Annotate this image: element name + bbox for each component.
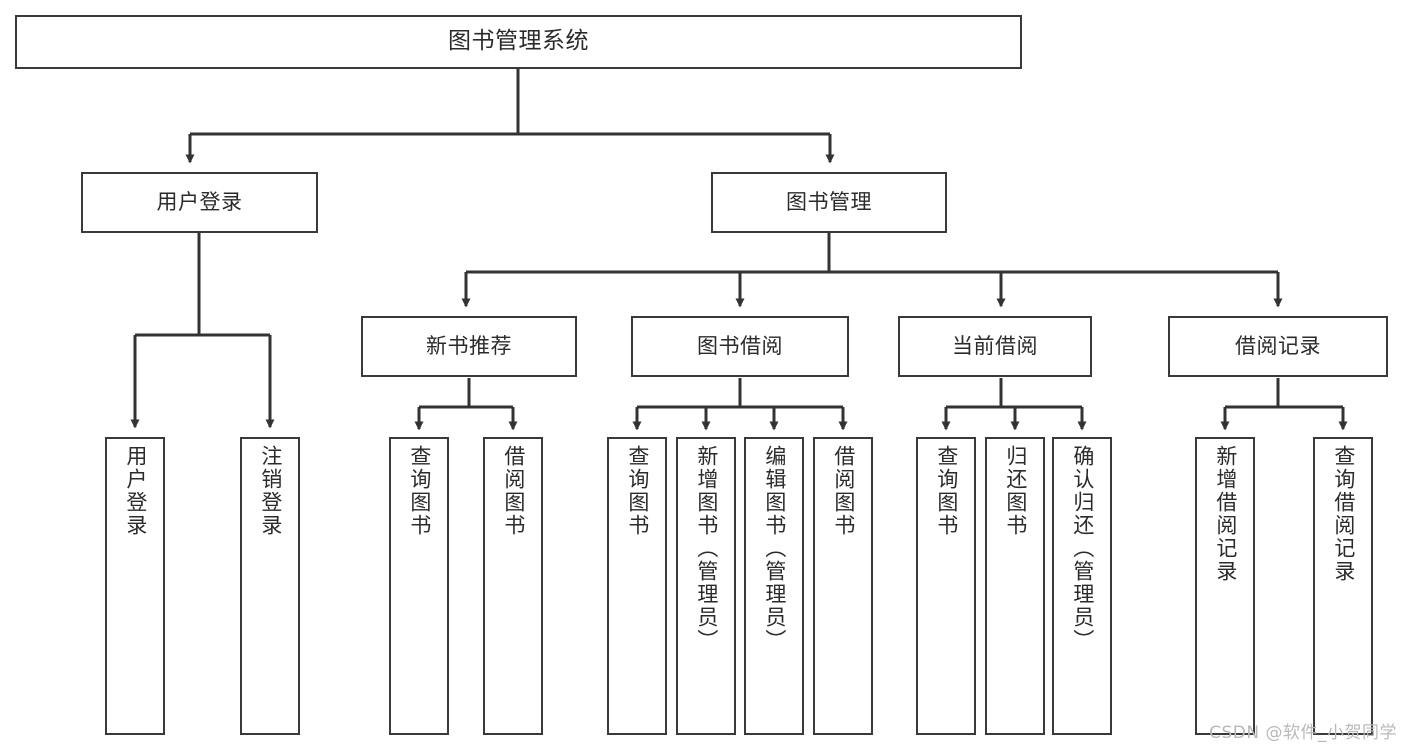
node-label: 归还图书: [1003, 445, 1028, 537]
leaf-query-book-current[interactable]: 查询图书: [916, 437, 976, 735]
node-label: 用户登录: [156, 189, 243, 214]
leaf-query-book-new[interactable]: 查询图书: [389, 437, 449, 735]
node-user-login[interactable]: 用户登录: [81, 172, 318, 233]
node-new-book-recommend[interactable]: 新书推荐: [361, 316, 577, 377]
node-book-manage[interactable]: 图书管理: [711, 172, 947, 233]
node-root-book-management-system[interactable]: 图书管理系统: [15, 15, 1022, 69]
connectors: [130, 69, 1348, 431]
node-label: 图书管理系统: [448, 28, 589, 55]
node-label: 新书推荐: [426, 333, 512, 358]
leaf-query-book-borrow[interactable]: 查询图书: [607, 437, 667, 735]
leaf-add-borrow-record[interactable]: 新增借阅记录: [1195, 437, 1255, 735]
node-label: 图书借阅: [697, 333, 783, 358]
node-current-borrow[interactable]: 当前借阅: [898, 316, 1092, 377]
node-label: 借阅图书: [831, 445, 856, 537]
leaf-query-borrow-record[interactable]: 查询借阅记录: [1313, 437, 1373, 735]
node-label: 查询图书: [407, 445, 432, 537]
node-label: 新增图书（管理员）: [694, 445, 719, 652]
leaf-user-logout[interactable]: 注销登录: [240, 437, 300, 735]
leaf-confirm-return-admin[interactable]: 确认归还（管理员）: [1052, 437, 1112, 735]
leaf-user-login[interactable]: 用户登录: [105, 437, 165, 735]
node-label: 查询借阅记录: [1331, 445, 1356, 583]
leaf-borrow-book[interactable]: 借阅图书: [813, 437, 873, 735]
node-label: 借阅图书: [501, 445, 526, 537]
node-borrow-record[interactable]: 借阅记录: [1168, 316, 1388, 377]
leaf-edit-book-admin[interactable]: 编辑图书（管理员）: [744, 437, 804, 735]
node-label: 查询图书: [934, 445, 959, 537]
node-label: 注销登录: [258, 445, 283, 537]
node-label: 图书管理: [786, 189, 872, 214]
node-label: 新增借阅记录: [1213, 445, 1238, 583]
node-label: 查询图书: [625, 445, 650, 537]
leaf-add-book-admin[interactable]: 新增图书（管理员）: [676, 437, 736, 735]
node-label: 编辑图书（管理员）: [762, 445, 787, 652]
leaf-return-book[interactable]: 归还图书: [985, 437, 1045, 735]
node-label: 借阅记录: [1235, 333, 1321, 358]
node-book-borrow[interactable]: 图书借阅: [631, 316, 849, 377]
leaf-borrow-book-new[interactable]: 借阅图书: [483, 437, 543, 735]
node-label: 确认归还（管理员）: [1070, 445, 1095, 652]
node-label: 用户登录: [123, 445, 148, 537]
node-label: 当前借阅: [952, 333, 1038, 358]
